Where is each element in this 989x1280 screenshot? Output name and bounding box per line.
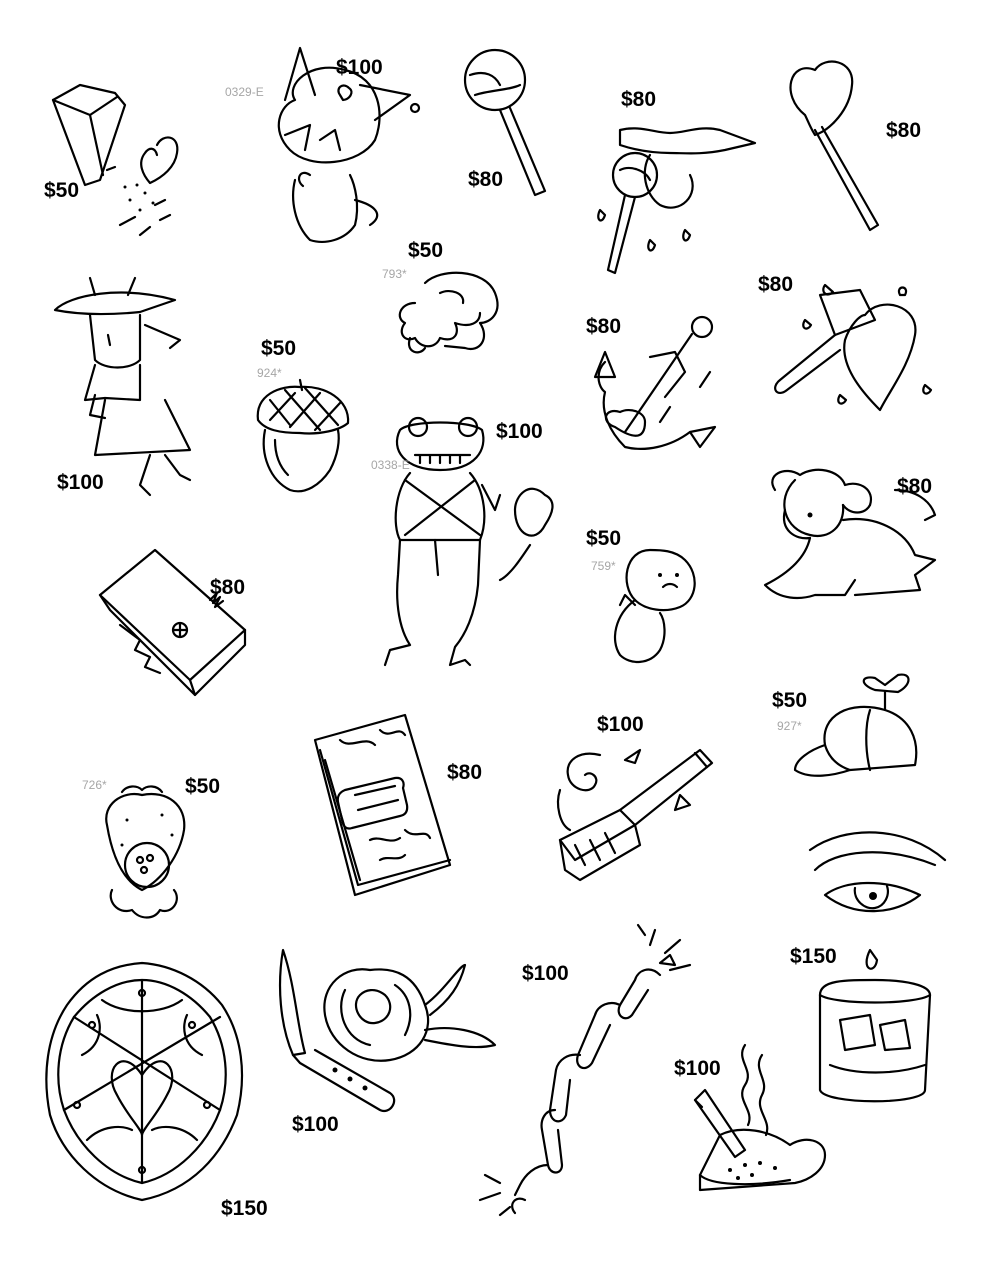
pencil-sharpener-flash[interactable]: [95, 545, 255, 705]
lion-cub-price: $50: [408, 239, 444, 262]
heart-lollipop-flash[interactable]: [780, 55, 890, 240]
pencil-worm-price: $100: [597, 713, 644, 736]
strawberry-code: 726*: [82, 778, 107, 792]
propeller-cap-code: 927*: [777, 719, 802, 733]
knife-rose-flash[interactable]: [275, 945, 500, 1115]
eye-drink-flash[interactable]: [805, 820, 955, 1120]
anchor-hearts-flash[interactable]: [590, 312, 730, 462]
propeller-cap-price: $50: [772, 689, 808, 712]
sad-balloon-code: 759*: [591, 559, 616, 573]
acorn-price: $50: [261, 337, 297, 360]
spiderweb-heart-price: $150: [221, 1197, 268, 1220]
pencil-worm-flash[interactable]: [540, 745, 720, 885]
frog-with-balloon-flash[interactable]: [370, 415, 580, 670]
lollipop-flash[interactable]: [455, 45, 565, 205]
eraser-price: $50: [44, 179, 80, 202]
strawberry-price: $50: [185, 775, 221, 798]
sad-balloon-price: $50: [586, 527, 622, 550]
knife-rose-price: $100: [292, 1113, 339, 1136]
ashtray-price: $100: [674, 1057, 721, 1080]
lion-cub-code: 793*: [382, 267, 407, 281]
acorn-flash[interactable]: [250, 375, 360, 500]
puppy-price: $80: [897, 475, 933, 498]
broken-chain-flash[interactable]: [470, 923, 700, 1217]
pencil-sharpener-price: $80: [210, 576, 246, 599]
strawberry-flash[interactable]: [92, 780, 197, 920]
notebook-flash[interactable]: [310, 710, 455, 900]
broken-chain-price: $100: [522, 962, 569, 985]
frog-with-balloon-code: 0338-E: [371, 458, 410, 472]
propeller-cap-flash[interactable]: [790, 670, 925, 795]
lollipop-price: $80: [468, 168, 504, 191]
lion-cub-flash[interactable]: [385, 268, 510, 363]
lips-lollipop-price: $80: [621, 88, 657, 111]
acorn-code: 924*: [257, 366, 282, 380]
devil-bunny-flash[interactable]: [265, 40, 435, 250]
girl-with-hat-flash[interactable]: [50, 270, 210, 510]
sad-balloon-flash[interactable]: [605, 545, 705, 670]
frog-with-balloon-price: $100: [496, 420, 543, 443]
ashtray-flash[interactable]: [690, 1035, 835, 1205]
anchor-hearts-price: $80: [586, 315, 622, 338]
devil-bunny-price: $100: [336, 56, 383, 79]
puppy-flash[interactable]: [755, 460, 950, 610]
lips-lollipop-flash[interactable]: [590, 115, 760, 280]
cleaver-heart-flash[interactable]: [765, 280, 940, 415]
spiderweb-heart-flash[interactable]: [42, 955, 247, 1205]
eye-drink-price: $150: [790, 945, 837, 968]
girl-with-hat-price: $100: [57, 471, 104, 494]
devil-bunny-code: 0329-E: [225, 85, 264, 99]
notebook-price: $80: [447, 761, 483, 784]
heart-lollipop-price: $80: [886, 119, 922, 142]
cleaver-heart-price: $80: [758, 273, 794, 296]
eraser-flash[interactable]: [45, 75, 195, 245]
